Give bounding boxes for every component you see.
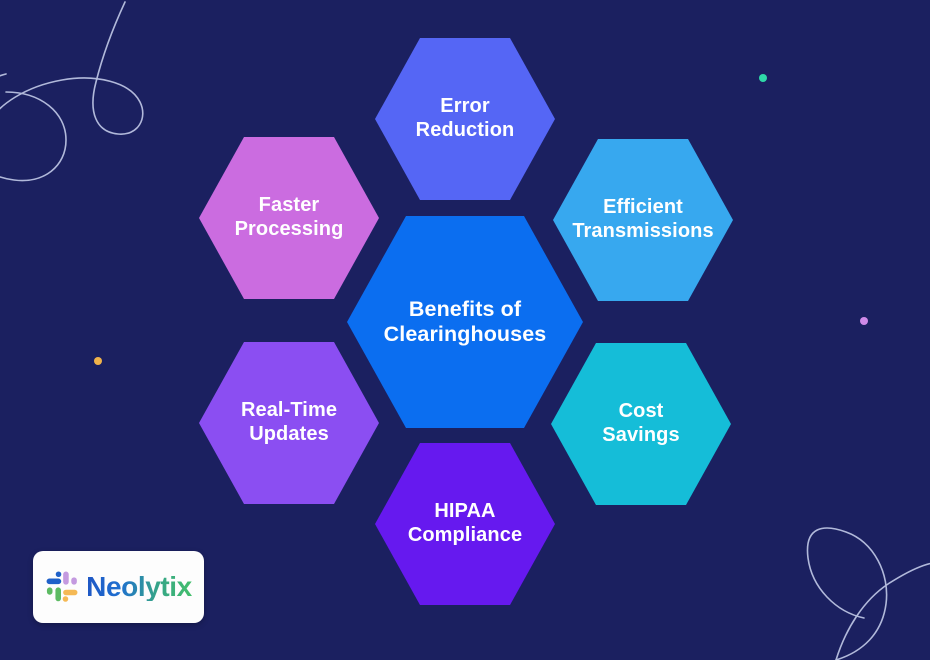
hex-hipaa-compliance[interactable]: HIPAA Compliance <box>375 443 555 605</box>
dot-amber-icon <box>94 357 102 365</box>
hex-label-efficient-transmissions: Efficient Transmissions <box>572 196 714 242</box>
neolytix-logo-badge[interactable]: Neolytix <box>33 551 204 623</box>
neolytix-wordmark: Neolytix <box>86 571 192 602</box>
hex-label-center-benefits: Benefits of Clearinghouses <box>383 296 547 346</box>
hex-center-benefits[interactable]: Benefits of Clearinghouses <box>347 216 583 428</box>
hex-faster-processing[interactable]: Faster Processing <box>199 137 379 299</box>
hex-label-real-time-updates: Real-Time Updates <box>240 399 338 445</box>
hex-error-reduction[interactable]: Error Reduction <box>375 38 555 200</box>
hex-real-time-updates[interactable]: Real-Time Updates <box>199 342 379 504</box>
hex-efficient-transmissions[interactable]: Efficient Transmissions <box>553 139 733 301</box>
hex-label-faster-processing: Faster Processing <box>234 194 344 240</box>
hex-label-cost-savings: Cost Savings <box>602 400 680 446</box>
hex-cost-savings[interactable]: Cost Savings <box>551 343 731 505</box>
neolytix-pinwheel-icon <box>46 571 78 602</box>
dot-green-icon <box>759 74 767 82</box>
hex-label-hipaa-compliance: HIPAA Compliance <box>407 500 523 546</box>
hex-label-error-reduction: Error Reduction <box>415 95 515 141</box>
dot-orchid-icon <box>860 317 868 325</box>
